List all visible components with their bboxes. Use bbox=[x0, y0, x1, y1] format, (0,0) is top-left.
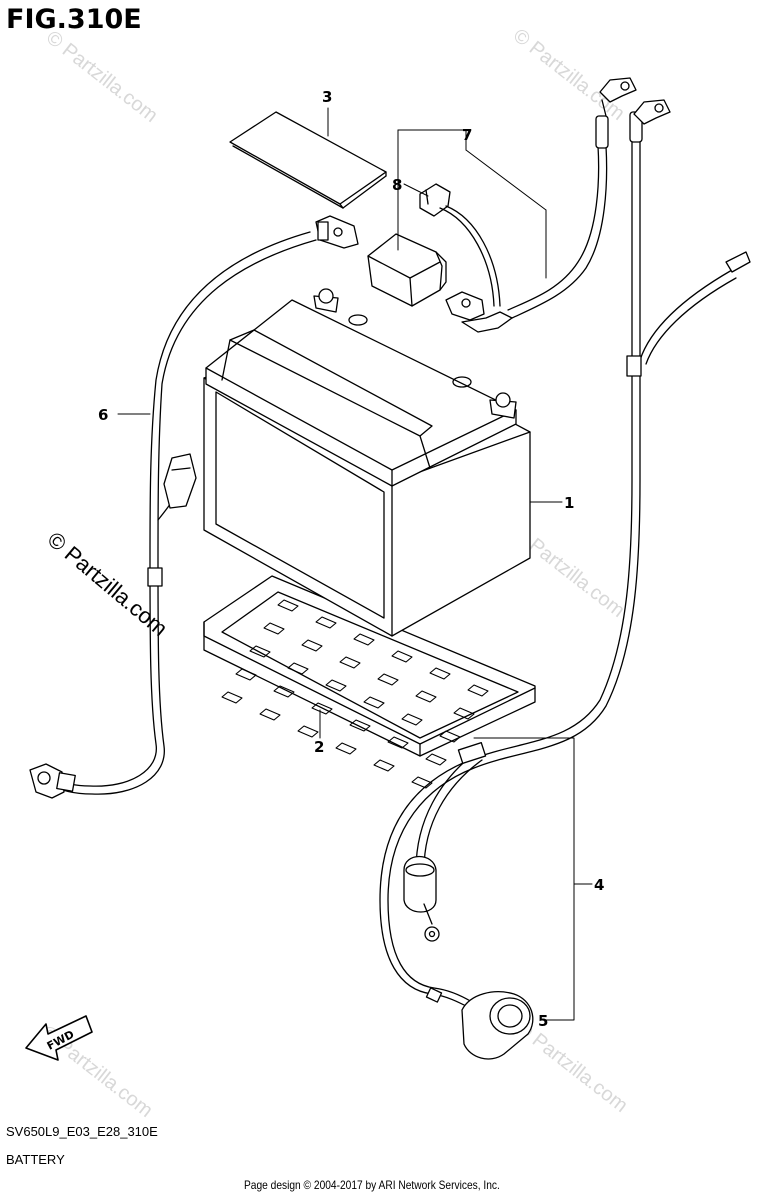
tray-slot bbox=[429, 667, 451, 680]
part-6-negative-cable bbox=[29, 215, 359, 799]
tray-slot bbox=[277, 599, 299, 612]
tray-slot bbox=[373, 759, 395, 772]
fwd-direction-arrow bbox=[25, 1015, 93, 1061]
tray-slot bbox=[263, 622, 285, 635]
figure-code: SV650L9_E03_E28_310E bbox=[6, 1124, 158, 1139]
tray-slot bbox=[439, 730, 461, 743]
callout-1: 1 bbox=[564, 494, 574, 512]
callout-8: 8 bbox=[392, 176, 402, 194]
watermark-top-left: © Partzilla.com bbox=[42, 27, 162, 127]
figure-title: FIG.310E bbox=[6, 4, 142, 35]
tray-slot-grid bbox=[221, 599, 489, 789]
tray-slot bbox=[415, 690, 437, 703]
tray-slot bbox=[391, 650, 413, 663]
callout-3: 3 bbox=[322, 88, 332, 106]
part-8-terminal-cap bbox=[367, 233, 447, 307]
tray-slot bbox=[467, 684, 489, 697]
page-footer: Page design © 2004-2017 by ARI Network S… bbox=[244, 1178, 500, 1192]
tray-slot bbox=[377, 673, 399, 686]
tray-slot bbox=[349, 719, 371, 732]
tray-slot bbox=[453, 707, 475, 720]
tray-slots bbox=[221, 599, 489, 789]
tray-slot bbox=[259, 708, 281, 721]
part-7-connector-lead bbox=[419, 183, 501, 307]
tray-slot bbox=[335, 742, 357, 755]
tray-slot bbox=[325, 679, 347, 692]
tray-slot bbox=[311, 702, 333, 715]
tray-slot bbox=[401, 713, 423, 726]
tray-slot bbox=[315, 616, 337, 629]
tray-slot bbox=[339, 656, 361, 669]
watermark-top-right: © Partzilla.com bbox=[509, 25, 629, 125]
tray-slot bbox=[387, 736, 409, 749]
part-3-battery-pad bbox=[229, 111, 387, 209]
tray-slot bbox=[353, 633, 375, 646]
tray-slot bbox=[411, 776, 433, 789]
tray-slot bbox=[273, 685, 295, 698]
tray-slot bbox=[425, 753, 447, 766]
tray-slot bbox=[301, 639, 323, 652]
callout-labels: 1 2 3 4 5 6 7 8 bbox=[98, 88, 604, 1030]
tray-slot bbox=[249, 645, 271, 658]
tray-slot bbox=[287, 662, 309, 675]
tray-slot bbox=[297, 725, 319, 738]
callout-7: 7 bbox=[462, 126, 472, 144]
callout-2: 2 bbox=[314, 738, 324, 756]
part-4-ground-cable bbox=[379, 99, 751, 1011]
callout-5: 5 bbox=[538, 1012, 548, 1030]
part-2-battery-tray bbox=[203, 575, 536, 757]
section-title: BATTERY bbox=[6, 1152, 65, 1167]
leader-lines bbox=[117, 107, 593, 1021]
callout-6: 6 bbox=[98, 406, 108, 424]
tray-slot bbox=[235, 668, 257, 681]
tray-slot bbox=[221, 691, 243, 704]
tray-slot bbox=[363, 696, 385, 709]
part-7-starter-cable bbox=[445, 77, 637, 333]
part-1-battery bbox=[203, 288, 531, 637]
part-5-terminal-boot bbox=[461, 991, 534, 1060]
callout-4: 4 bbox=[594, 876, 604, 894]
